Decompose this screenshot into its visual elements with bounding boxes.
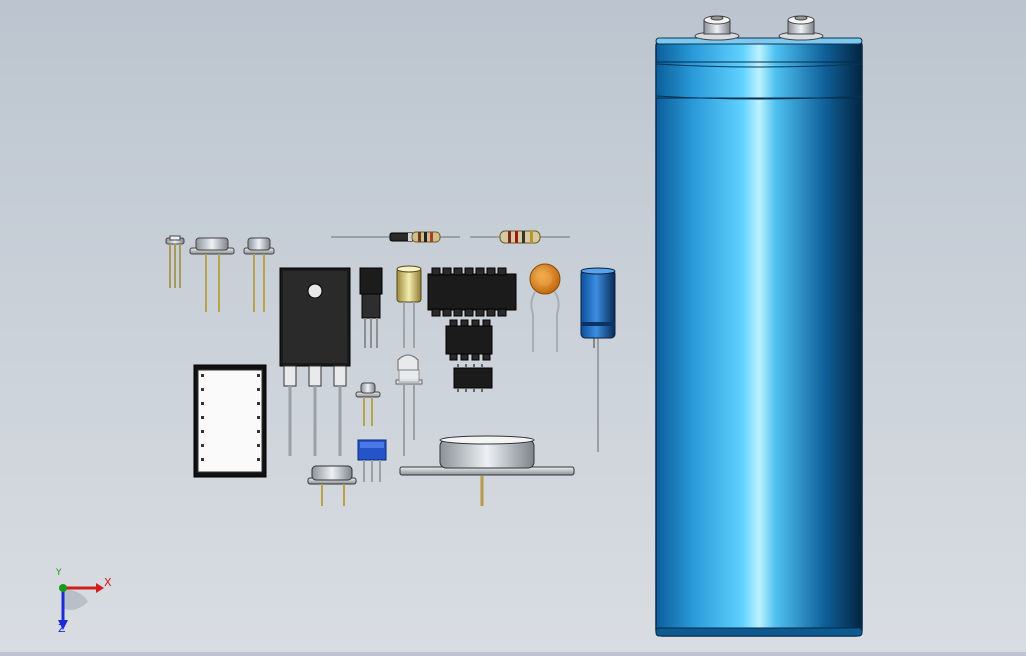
resistor-1[interactable]	[411, 231, 441, 243]
dip8-ic[interactable]	[445, 319, 493, 361]
to247-transistor[interactable]	[279, 267, 351, 456]
relay-module[interactable]	[193, 364, 267, 478]
axial-diode[interactable]	[331, 232, 460, 242]
to92-transistor[interactable]	[359, 267, 383, 348]
soic-ic[interactable]	[453, 364, 493, 392]
y-axis-label: Y	[56, 568, 62, 578]
large-electrolytic-capacitor[interactable]	[655, 15, 863, 637]
z-axis-label: Z	[58, 622, 66, 635]
crystal-oscillator[interactable]	[307, 465, 357, 506]
led[interactable]	[395, 354, 423, 456]
resistor-2[interactable]	[470, 230, 570, 244]
coordinate-triad: X Y Z	[44, 568, 124, 642]
to18-transistor-small[interactable]	[165, 235, 185, 288]
to3-transistor[interactable]	[399, 435, 575, 506]
to39-transistor[interactable]	[243, 237, 275, 312]
to18-transistor-gold[interactable]	[355, 382, 381, 426]
capacitor-terminal-right	[778, 15, 824, 41]
ceramic-disc-capacitor[interactable]	[529, 263, 561, 352]
triad-axes-icon	[58, 583, 104, 630]
trimmer-potentiometer[interactable]	[357, 439, 387, 482]
gold-can-component[interactable]	[396, 265, 422, 348]
capacitor-terminal-left	[694, 15, 740, 41]
to5-transistor-large[interactable]	[189, 237, 235, 312]
x-axis-label: X	[104, 576, 112, 589]
dip14-ic[interactable]	[427, 267, 517, 317]
small-electrolytic-capacitor[interactable]	[580, 267, 616, 452]
